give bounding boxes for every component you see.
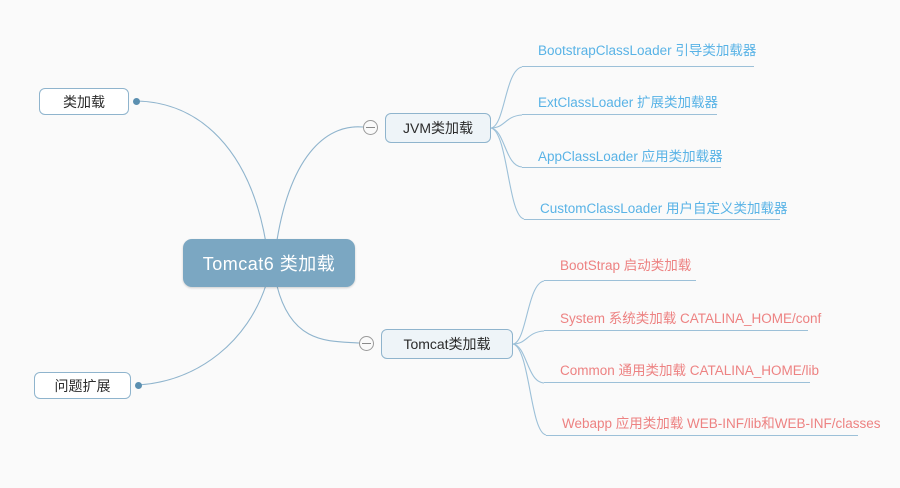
leaf-webapp-loader[interactable]: Webapp 应用类加载 WEB-INF/lib和WEB-INF/classes [562,416,881,431]
node-problem-extension-label: 问题扩展 [54,377,111,394]
leaf-underline-bootstrap-loader [544,280,696,281]
edge-jvm-child-3 [490,127,523,168]
leaf-underline-ext-classloader [522,114,717,115]
root-node-label: Tomcat6 类加载 [202,254,336,274]
node-tomcat-loading[interactable]: Tomcat类加载 [381,329,513,359]
node-jvm-loading[interactable]: JVM类加载 [385,113,491,143]
edge-root-to-jvm-loading [276,126,364,241]
edge-tomcat-child-4 [512,343,547,436]
leaf-underline-bootstrap-classloader [522,66,754,67]
leaf-underline-system-loader [544,330,808,331]
leaf-underline-webapp-loader [546,435,858,436]
leaf-bootstrap-loader[interactable]: BootStrap 启动类加载 [560,258,692,273]
node-problem-extension[interactable]: 问题扩展 [34,372,131,399]
leaf-underline-common-loader [544,382,810,383]
leaf-custom-classloader[interactable]: CustomClassLoader 用户自定义类加载器 [540,201,788,216]
node-class-loading-label: 类加载 [63,93,105,110]
edge-tomcat-child-1 [512,280,545,345]
leaf-system-loader[interactable]: System 系统类加载 CATALINA_HOME/conf [560,311,822,326]
leaf-common-loader[interactable]: Common 通用类加载 CATALINA_HOME/lib [560,363,820,378]
leaf-app-classloader[interactable]: AppClassLoader 应用类加载器 [538,149,723,164]
node-jvm-loading-label: JVM类加载 [403,120,473,136]
edge-tomcat-child-3 [512,343,545,384]
node-tomcat-loading-label: Tomcat类加载 [403,336,491,352]
node-class-loading[interactable]: 类加载 [39,88,129,115]
edge-jvm-child-2 [490,114,523,129]
edge-root-to-class-loading [135,100,267,244]
connector-dot-problem-extension [135,382,142,389]
connector-dot-class-loading [133,98,140,105]
leaf-bootstrap-classloader[interactable]: BootstrapClassLoader 引导类加载器 [538,43,757,58]
minus-circle-icon-tomcat[interactable] [359,336,374,351]
minus-circle-icon-jvm[interactable] [363,120,378,135]
edge-jvm-child-4 [490,127,525,220]
edge-root-to-tomcat-loading [276,285,360,344]
edge-root-to-problem-extension [137,284,267,386]
edge-tomcat-child-2 [512,330,545,345]
leaf-underline-app-classloader [522,167,721,168]
leaf-ext-classloader[interactable]: ExtClassLoader 扩展类加载器 [538,95,719,110]
root-node[interactable]: Tomcat6 类加载 [183,239,355,287]
leaf-underline-custom-classloader [524,219,780,220]
edge-jvm-child-1 [490,66,523,129]
